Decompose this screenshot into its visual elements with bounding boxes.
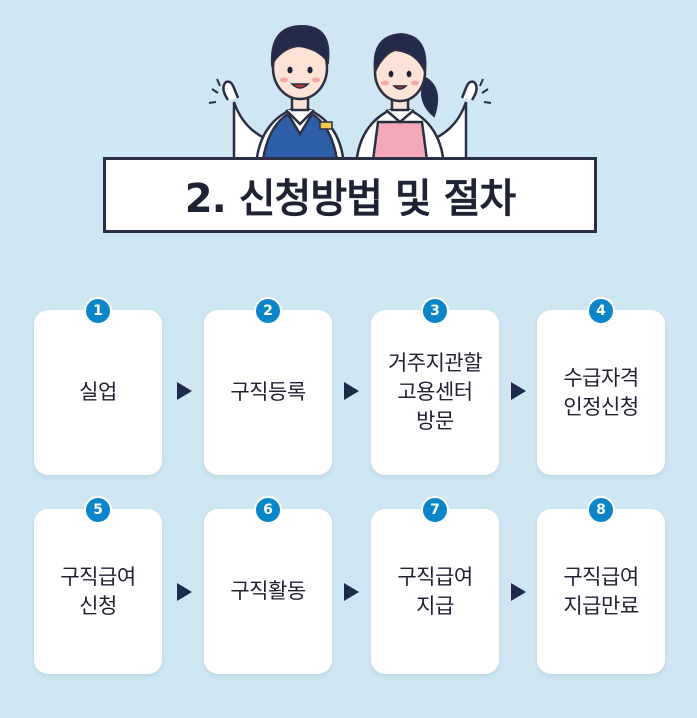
arrow-right-icon	[511, 382, 526, 400]
title-box: 2. 신청방법 및 절차	[103, 157, 597, 233]
woman-figure	[354, 32, 492, 168]
arrow-right-icon	[344, 583, 359, 601]
step-card-7: 구직급여 지급	[371, 509, 499, 674]
step-number-badge: 6	[254, 496, 282, 524]
step-card-3: 거주지관할 고용센터 방문	[371, 310, 499, 475]
arrow-right-icon	[177, 382, 192, 400]
workers-illustration	[208, 24, 492, 168]
arrow-right-icon	[177, 583, 192, 601]
arrow-right-icon	[344, 382, 359, 400]
step-label: 거주지관할 고용센터 방문	[387, 351, 483, 433]
step-number-badge: 1	[84, 297, 112, 325]
step-number-badge: 2	[254, 297, 282, 325]
step-card-4: 수급자격 인정신청	[537, 310, 665, 475]
step-number-badge: 7	[421, 496, 449, 524]
step-card-1: 실업	[34, 310, 162, 475]
step-label: 구직급여 지급	[397, 564, 473, 618]
step-label: 구직급여 지급만료	[563, 564, 639, 618]
step-label: 구직급여 신청	[60, 564, 136, 618]
step-card-2: 구직등록	[204, 310, 332, 475]
step-number-badge: 5	[84, 496, 112, 524]
man-figure	[208, 24, 346, 168]
step-number-badge: 4	[587, 297, 615, 325]
arrow-right-icon	[511, 583, 526, 601]
step-number-badge: 8	[587, 496, 615, 524]
step-label: 구직활동	[230, 579, 306, 603]
step-label: 실업	[79, 380, 117, 404]
step-number-badge: 3	[421, 297, 449, 325]
step-label: 수급자격 인정신청	[563, 365, 639, 419]
step-card-6: 구직활동	[204, 509, 332, 674]
step-card-5: 구직급여 신청	[34, 509, 162, 674]
step-label: 구직등록	[230, 380, 306, 404]
step-card-8: 구직급여 지급만료	[537, 509, 665, 674]
page-title: 2. 신청방법 및 절차	[184, 176, 516, 222]
